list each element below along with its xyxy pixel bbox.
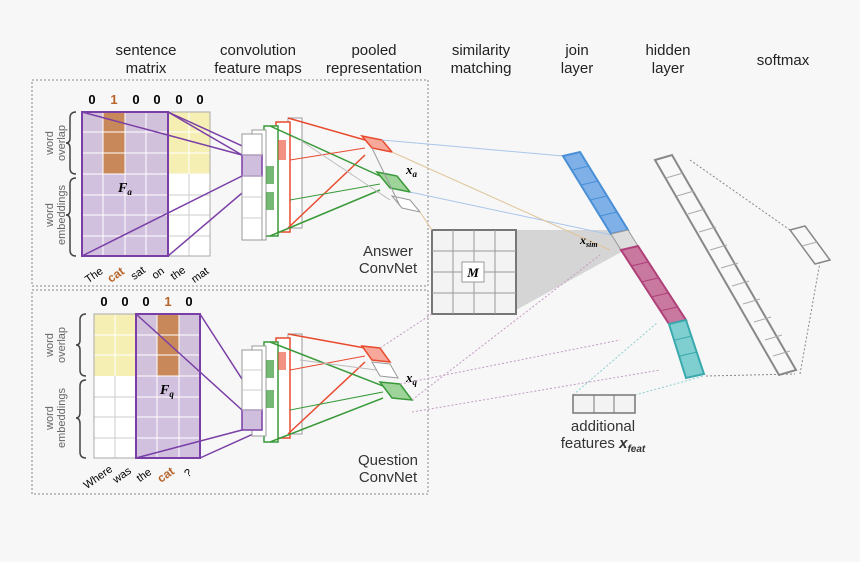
question-word-3: cat — [155, 464, 177, 485]
answer-pool-lines — [269, 117, 391, 237]
answer-pooled-label: xa — [405, 162, 418, 179]
question-row-label-overlap: wordoverlap — [44, 327, 68, 363]
question-convnet-box — [31, 289, 429, 495]
question-overlap-4: 0 — [185, 294, 192, 309]
similarity-label: M — [466, 265, 479, 280]
answer-overlap-4: 0 — [175, 92, 182, 107]
answer-overlap-5: 0 — [196, 92, 203, 107]
answer-overlap-3: 0 — [153, 92, 160, 107]
question-sentence-matrix — [93, 313, 201, 459]
additional-features-vector — [572, 394, 636, 414]
answer-word-0: The — [83, 265, 105, 286]
answer-filter-label: Fa — [117, 181, 132, 197]
answer-filter-lines — [81, 111, 263, 257]
question-word-1: was — [110, 465, 134, 487]
question-conv-feature-maps — [241, 333, 303, 443]
question-pooled-vector — [360, 345, 414, 401]
softmax-vector — [788, 225, 832, 265]
similarity-shadow — [516, 230, 625, 310]
answer-word-3: on — [150, 265, 167, 282]
question-overlap-2: 0 — [142, 294, 149, 309]
answer-row-label-overlap: wordoverlap — [44, 125, 68, 161]
answer-word-1: cat — [105, 264, 127, 285]
question-row-label-embeddings: wordembeddings — [44, 388, 68, 448]
question-pooled-label: xq — [405, 370, 418, 387]
question-overlap-3: 1 — [164, 294, 171, 309]
similarity-matrix — [431, 229, 517, 315]
question-word-2: the — [135, 466, 154, 485]
question-overlap-0: 0 — [100, 294, 107, 309]
answer-word-4: the — [169, 264, 188, 283]
question-filter-label: Fq — [159, 383, 174, 399]
additional-features-label: additional features xfeat — [560, 418, 646, 455]
header-softmax: softmax — [756, 52, 810, 69]
question-word-0: Where — [82, 463, 115, 491]
answer-row-label-embeddings: wordembeddings — [44, 185, 68, 245]
connection-lines — [379, 139, 821, 413]
answer-overlap-2: 0 — [132, 92, 139, 107]
answer-overlap-1: 1 — [110, 92, 117, 107]
answer-word-5: mat — [189, 265, 211, 285]
answer-sentence-matrix — [81, 111, 211, 257]
answer-pooled-vector — [360, 134, 422, 213]
xsim-label: xsim — [579, 233, 598, 249]
answer-overlap-0: 0 — [88, 92, 95, 107]
question-word-4: ? — [182, 467, 194, 480]
question-overlap-1: 0 — [121, 294, 128, 309]
question-filter-lines — [135, 313, 263, 459]
answer-conv-feature-maps — [241, 117, 303, 241]
answer-word-2: sat — [129, 264, 148, 282]
answer-convnet-box — [31, 79, 429, 287]
hidden-layer — [653, 153, 798, 377]
join-layer — [561, 150, 706, 380]
